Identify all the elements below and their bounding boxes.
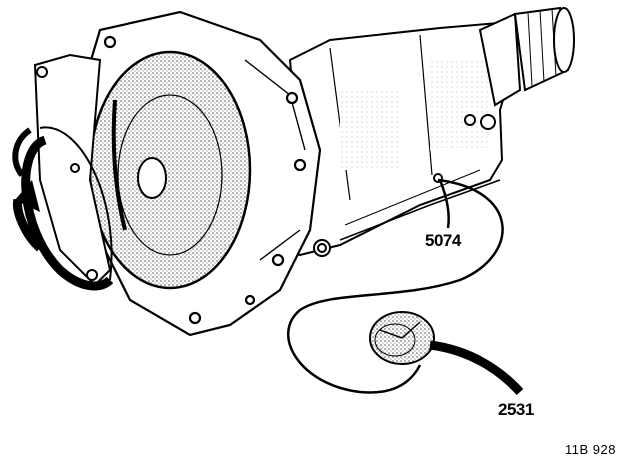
- transmission-case: [268, 20, 517, 257]
- extension-housing: [464, 6, 575, 130]
- rotation-arrow: [12, 126, 114, 291]
- drive-flange: [33, 53, 112, 287]
- callout-5074: 5074: [425, 231, 461, 250]
- figure-reference: 11B 928: [565, 442, 616, 457]
- pressure-gauge: [369, 311, 524, 396]
- gauge-hose: [287, 178, 504, 394]
- callout-2531: 2531: [498, 400, 534, 419]
- torque-converter: [88, 50, 252, 290]
- drain-plug: [313, 239, 331, 257]
